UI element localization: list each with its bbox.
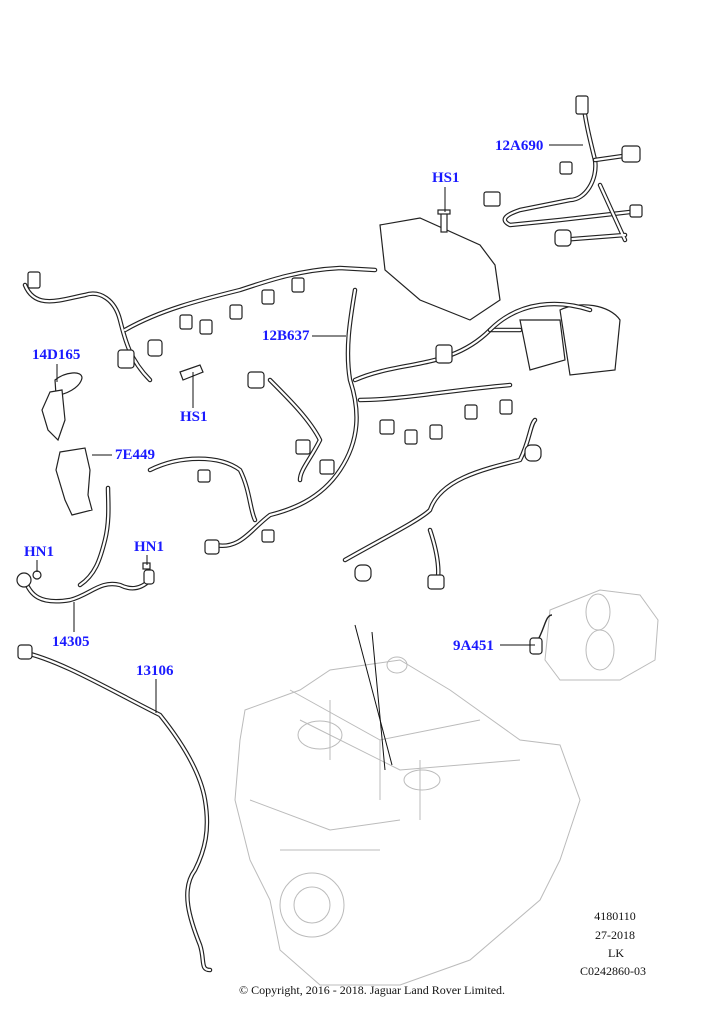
engine-illustration — [234, 624, 581, 986]
region-code: LK — [608, 946, 624, 960]
copyright-notice: © Copyright, 2016 - 2018. Jaguar Land Ro… — [238, 983, 506, 997]
callout-hs1-left[interactable]: HS1 — [180, 409, 208, 425]
harness-13106 — [17, 644, 213, 973]
callout-hn1-left[interactable]: HN1 — [24, 544, 54, 560]
drawing-number: C0242860-03 — [580, 964, 646, 978]
leader-lines — [36, 144, 583, 713]
callout-9a451[interactable]: 9A451 — [453, 638, 494, 654]
starter-motor-illustration — [529, 589, 659, 681]
callout-12a690[interactable]: 12A690 — [495, 138, 544, 154]
callout-14305[interactable]: 14305 — [52, 634, 90, 650]
callout-12b637[interactable]: 12B637 — [262, 328, 310, 344]
hs1-stud-top — [437, 209, 451, 233]
callout-hs1-top[interactable]: HS1 — [432, 170, 460, 186]
bracket-7e449 — [55, 447, 93, 516]
hs1-stud-left — [179, 364, 204, 381]
sensor-14d165 — [41, 372, 83, 442]
cable-14305 — [16, 485, 155, 604]
harness-12b637 — [22, 217, 621, 590]
callout-13106[interactable]: 13106 — [136, 663, 174, 679]
model-year-code: 27-2018 — [595, 928, 635, 942]
connectors — [27, 271, 542, 590]
illustration-number: 4180110 — [594, 909, 636, 923]
callout-hn1-right[interactable]: HN1 — [134, 539, 164, 555]
harness-12a690 — [483, 95, 643, 247]
callout-7e449[interactable]: 7E449 — [115, 447, 156, 463]
callout-14d165[interactable]: 14D165 — [32, 347, 81, 363]
